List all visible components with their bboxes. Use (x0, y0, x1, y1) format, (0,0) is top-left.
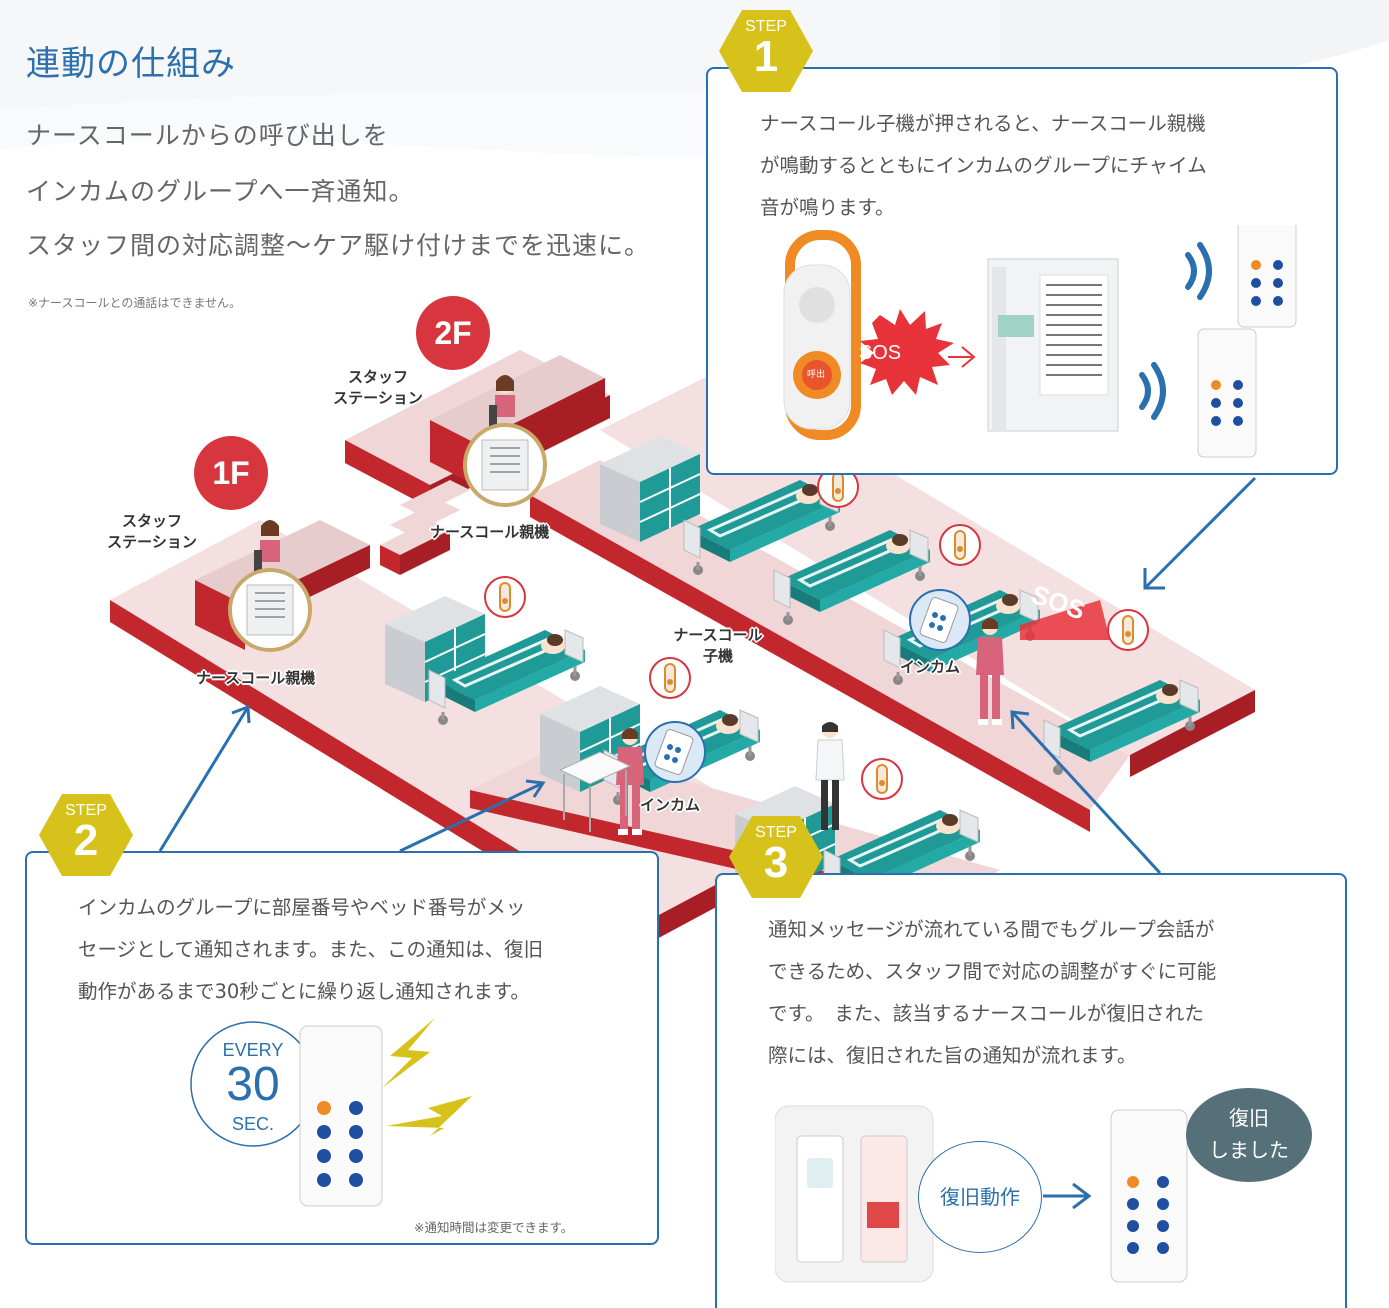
step1-text: ナースコール子機が押されると、ナースコール親機 が鳴動するとともにインカムのグル… (760, 112, 1207, 219)
floor-badge-2f: 2F (416, 296, 490, 370)
footnote: ※ナースコールとの通話はできません。 (28, 296, 241, 310)
restored-speech-bubble: 復旧 しました (1186, 1088, 1312, 1182)
intercom-ring-a (909, 589, 971, 651)
step3-illustration (775, 1105, 1188, 1283)
every-label: EVERY (222, 1040, 284, 1060)
parent-unit-2f-ring (463, 423, 547, 507)
every-value: 30 (226, 1058, 280, 1111)
child-unit-label: ナースコール子機 (673, 626, 763, 665)
step2-text: インカムのグループに部屋番号やベッド番号がメッ セージとして通知されます。また、… (78, 896, 544, 1003)
restore-action-label: 復旧動作 (918, 1141, 1042, 1253)
staff-1f (254, 520, 280, 578)
parent-unit-label-1f: ナースコール親機 (196, 669, 316, 687)
cart (558, 751, 632, 832)
step3-text: 通知メッセージが流れている間でもグループ会話が できるため、スタッフ間で対応の調… (768, 918, 1217, 1067)
intercom-ring-b (644, 721, 706, 783)
station-label-2f: スタッフステーション (333, 368, 423, 407)
step1-call-button-label: 呼出 (806, 369, 825, 379)
intercom-label-b: インカム (640, 796, 701, 814)
intercom-label-a: インカム (900, 658, 961, 676)
step1-sos-label: SOS (858, 342, 902, 364)
step2-badge: STEP 2 (38, 792, 134, 878)
lead-line-2: インカムのグループへ一斉通知。 (26, 177, 415, 206)
doctor (815, 722, 845, 830)
floor-badge-1f: 1F (194, 436, 268, 510)
step2-note: ※通知時間は変更できます。 (414, 1220, 574, 1235)
step1-illustration (783, 225, 1297, 458)
staff-2f (489, 375, 515, 433)
page-title: 連動の仕組み (26, 44, 236, 84)
lead-line-3: スタッフ間の対応調整〜ケア駆け付けまでを迅速に。 (26, 231, 651, 260)
every-unit: SEC. (231, 1114, 274, 1134)
lead-line-1: ナースコールからの呼び出しを (26, 121, 389, 150)
step2-illustration (190, 1018, 472, 1207)
station-label-1f: スタッフステーション (107, 512, 197, 551)
parent-unit-label-2f: ナースコール親機 (430, 523, 550, 541)
step3-badge: STEP 3 (728, 814, 824, 900)
parent-unit-1f-ring (228, 568, 312, 652)
step1-badge: STEP 1 (718, 8, 814, 94)
